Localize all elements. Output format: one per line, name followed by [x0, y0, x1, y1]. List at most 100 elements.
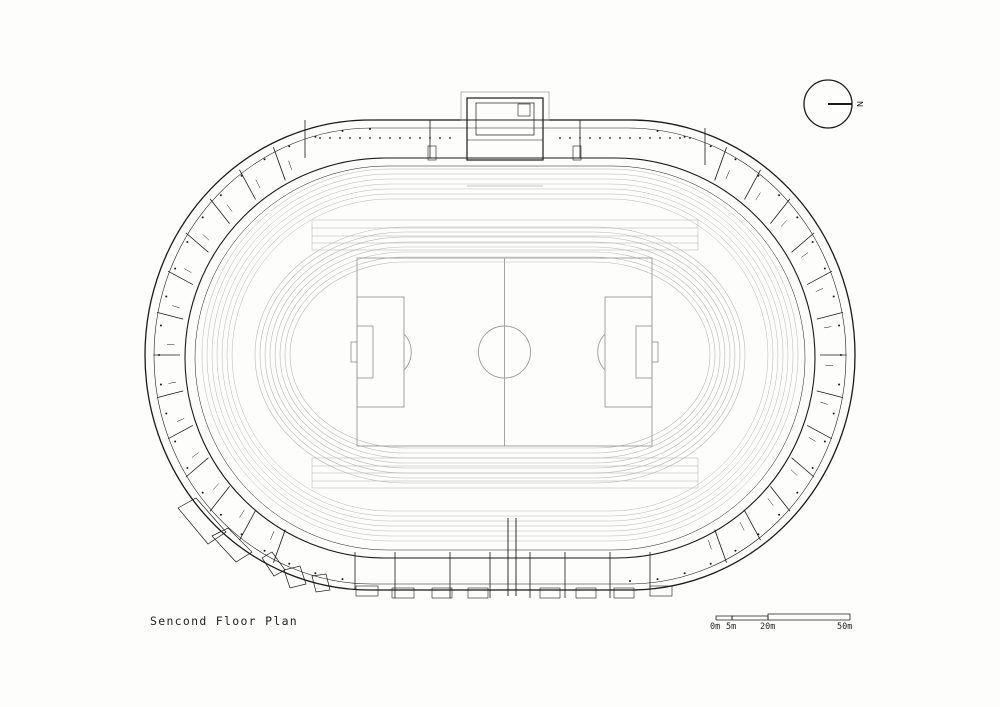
- partition-detail: [825, 364, 834, 366]
- column-dot: [619, 137, 621, 139]
- column-dot: [629, 137, 631, 139]
- track-lane: [259, 231, 741, 479]
- partition-wall: [209, 486, 230, 512]
- partition-detail: [808, 437, 816, 442]
- partition-detail: [767, 498, 774, 506]
- partition-wall: [167, 425, 194, 440]
- south-unit-rooms: [355, 518, 673, 599]
- north-label: N: [855, 101, 864, 107]
- partition-detail: [226, 204, 233, 212]
- column-dot: [314, 135, 317, 138]
- column-dot: [174, 267, 177, 270]
- partition-detail: [172, 305, 180, 309]
- partition-wall: [744, 510, 761, 541]
- column-dot: [796, 216, 799, 219]
- scale-tick-20: 20m: [760, 622, 776, 632]
- partition-wall: [209, 198, 230, 224]
- column-dot: [639, 137, 641, 139]
- column-dot: [219, 513, 222, 516]
- column-dot: [629, 580, 631, 582]
- column-dot: [186, 241, 189, 243]
- scale-tick-5: 5m: [726, 622, 737, 632]
- column-dot: [379, 137, 381, 139]
- partition-wall: [714, 529, 727, 563]
- partition-detail: [288, 160, 292, 170]
- partition-detail: [255, 179, 261, 189]
- column-dot: [709, 562, 712, 565]
- column-dot: [341, 578, 344, 581]
- column-dot: [683, 572, 686, 575]
- column-dot: [389, 137, 391, 139]
- partition-detail: [239, 509, 245, 518]
- column-dot: [165, 412, 168, 415]
- north-entrance-block: [427, 91, 582, 187]
- partition-wall: [816, 390, 844, 399]
- column-dot: [778, 194, 781, 197]
- column-dot: [823, 440, 826, 443]
- column-dot: [757, 533, 760, 536]
- partition-detail: [790, 469, 798, 476]
- running-track: [254, 226, 746, 484]
- stand-row: [201, 168, 799, 542]
- column-dot: [429, 137, 431, 139]
- column-dot: [757, 174, 760, 177]
- partition-wall: [273, 529, 286, 563]
- column-dot: [683, 135, 686, 138]
- track-lane: [264, 236, 736, 474]
- column-dot: [838, 383, 841, 386]
- partition-wall: [273, 147, 286, 181]
- column-dot: [339, 137, 341, 139]
- column-dot: [329, 137, 331, 139]
- room-partitions: [153, 120, 847, 598]
- column-dot: [288, 562, 291, 565]
- column-dot: [839, 354, 842, 356]
- partition-wall: [791, 232, 815, 253]
- column-dot: [341, 129, 344, 132]
- column-dot: [823, 267, 826, 270]
- column-dot: [669, 137, 671, 139]
- column-dot: [734, 549, 737, 552]
- column-dot: [559, 137, 561, 139]
- column-dot: [263, 549, 266, 552]
- stand-row: [226, 193, 774, 517]
- track-lane: [284, 256, 716, 454]
- partition-detail: [202, 234, 210, 241]
- structural-columns: [158, 128, 842, 582]
- football-pitch: [350, 257, 659, 447]
- partition-detail: [820, 401, 828, 405]
- partition-wall: [744, 169, 761, 200]
- column-dot: [288, 145, 291, 148]
- column-dot: [796, 491, 799, 494]
- column-dot: [838, 324, 841, 327]
- partition-wall: [791, 457, 815, 478]
- column-dot: [219, 194, 222, 197]
- column-dot: [599, 137, 601, 139]
- column-dot: [314, 572, 317, 575]
- partition-detail: [815, 288, 824, 292]
- column-dot: [419, 137, 421, 139]
- partition-wall: [816, 311, 844, 320]
- partition-wall: [806, 270, 833, 285]
- partition-wall: [770, 486, 791, 512]
- partition-wall: [167, 270, 194, 285]
- column-dot: [263, 158, 266, 161]
- partition-wall: [714, 147, 727, 181]
- track-lane: [279, 251, 721, 459]
- partition-detail: [739, 521, 745, 531]
- column-dot: [832, 295, 835, 298]
- partition-detail: [708, 540, 712, 550]
- partition-wall: [239, 169, 256, 200]
- column-dot: [165, 295, 168, 298]
- partition-wall: [185, 457, 209, 478]
- column-dot: [240, 174, 243, 177]
- stand-row: [231, 198, 769, 512]
- column-dot: [319, 137, 321, 139]
- partition-detail: [176, 418, 185, 422]
- column-dot: [369, 137, 371, 139]
- column-dot: [439, 137, 441, 139]
- column-dot: [240, 533, 243, 536]
- column-dot: [656, 129, 659, 132]
- partition-detail: [801, 252, 809, 258]
- partition-detail: [191, 452, 199, 458]
